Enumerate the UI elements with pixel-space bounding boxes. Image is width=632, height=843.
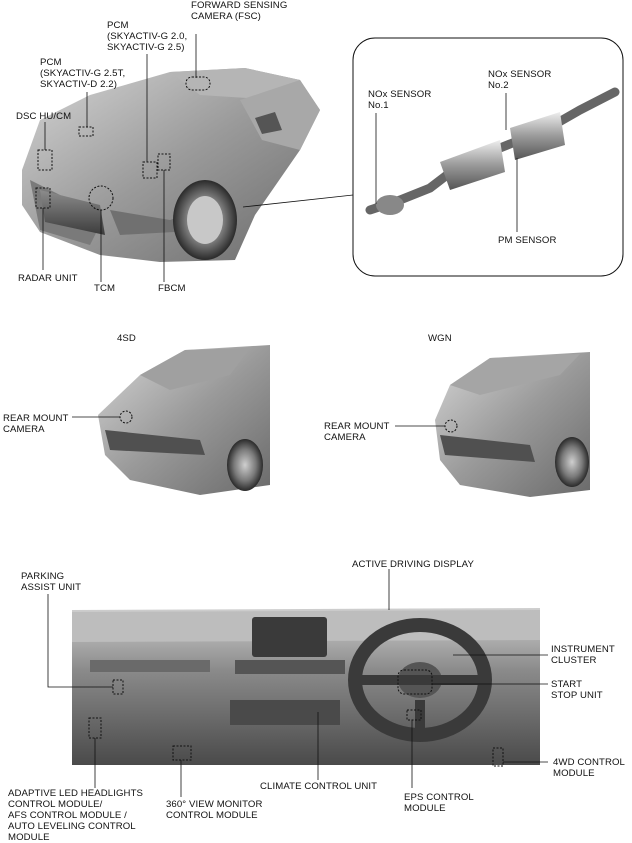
label-forward-camera: FORWARD SENSING CAMERA (FSC)	[191, 0, 288, 22]
label-parking-assist: PARKING ASSIST UNIT	[21, 571, 82, 593]
fsc-marker	[185, 76, 211, 91]
middle-leader-lines	[72, 416, 445, 427]
label-radar: RADAR UNIT	[18, 273, 78, 284]
radar-marker	[35, 187, 51, 209]
exhaust-callout	[352, 37, 624, 277]
label-wgn: WGN	[428, 333, 452, 344]
label-4sd: 4SD	[117, 333, 136, 344]
label-4wd: 4WD CONTROL MODULE	[553, 757, 625, 779]
label-nox1: NOx SENSOR No.1	[368, 89, 432, 111]
label-pcm-25t-d22: PCM (SKYACTIV-G 2.5T, SKYACTIV-D 2.2)	[40, 57, 126, 90]
label-instrument-cluster: INSTRUMENT CLUSTER	[551, 644, 615, 666]
sedan-rear-illustration	[98, 345, 270, 495]
label-dsc: DSC HU/CM	[16, 111, 72, 122]
dashboard-illustration	[72, 608, 540, 765]
label-360-view: 360° VIEW MONITOR CONTROL MODULE	[166, 799, 263, 821]
awd-marker	[492, 747, 504, 767]
label-fbcm: FBCM	[158, 283, 186, 294]
start-stop-marker	[397, 669, 433, 695]
bottom-leader-lines	[47, 569, 548, 797]
label-nox2: NOx SENSOR No.2	[488, 69, 552, 91]
front-car-illustration	[22, 68, 320, 262]
top-leader-lines	[42, 34, 354, 282]
label-rear-camera-wgn: REAR MOUNT CAMERA	[324, 421, 390, 443]
label-active-driving-display: ACTIVE DRIVING DISPLAY	[352, 559, 474, 570]
pcm-25t-marker	[78, 126, 94, 137]
headlights-marker	[88, 717, 102, 739]
label-pcm-20-25: PCM (SKYACTIV-G 2.0, SKYACTIV-G 2.5)	[107, 20, 188, 53]
label-pm: PM SENSOR	[498, 235, 557, 246]
exhaust-leader-lines	[375, 93, 518, 232]
label-tcm: TCM	[94, 283, 116, 294]
view360-marker	[172, 745, 192, 761]
label-headlights: ADAPTIVE LED HEADLIGHTS CONTROL MODULE/ …	[8, 788, 144, 843]
dashboard-markers	[88, 669, 504, 767]
label-climate: CLIMATE CONTROL UNIT	[260, 781, 378, 792]
pcm-20-marker	[142, 161, 158, 179]
wagon-rear-illustration	[435, 352, 590, 497]
label-eps: EPS CONTROL MODULE	[404, 792, 474, 814]
parking-marker	[112, 679, 124, 695]
eps-marker	[406, 709, 422, 721]
label-rear-camera-sd: REAR MOUNT CAMERA	[3, 413, 69, 435]
label-start-stop: START STOP UNIT	[551, 679, 603, 701]
